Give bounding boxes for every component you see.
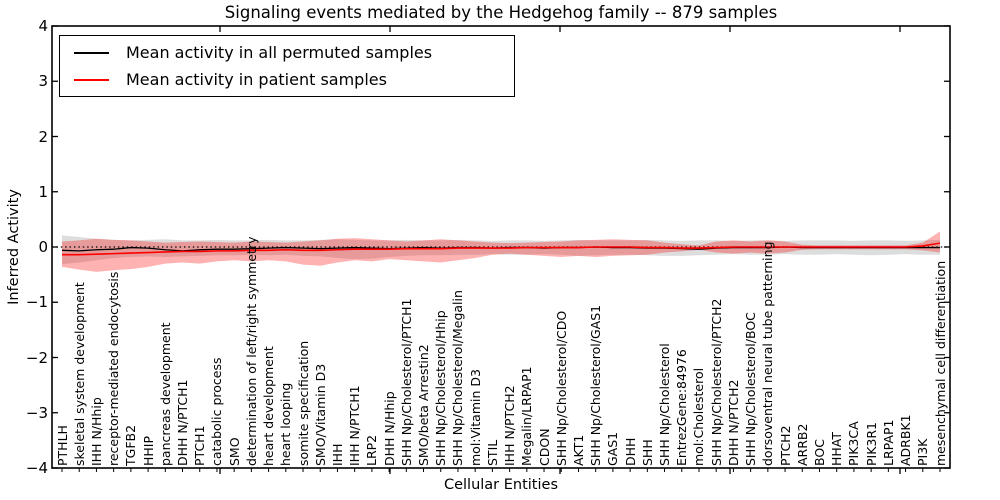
x-tick-label: PIK3CA [846, 421, 862, 466]
x-tick-label: DHH [622, 437, 638, 466]
y-tick-label: 4 [38, 17, 48, 35]
x-tick-label: somite specification [295, 340, 311, 466]
x-tick-label: SMO/beta Arrestin2 [416, 344, 432, 466]
legend-label-permuted: Mean activity in all permuted samples [126, 43, 433, 62]
x-tick-label: dorsoventral neural tube patterning [760, 241, 776, 467]
x-tick-label: GAS1 [605, 431, 621, 466]
x-tick-label: CDON [536, 428, 552, 466]
y-tick-label: −2 [25, 348, 48, 367]
y-tick-label: 3 [38, 72, 48, 91]
x-tick-label: SHH Np/Cholesterol/PTCH1 [398, 298, 414, 467]
x-tick-label: heart looping [278, 382, 294, 466]
x-tick-label: DHH N/Hhip [381, 391, 397, 466]
x-tick-label: SMO/Vitamin D3 [312, 363, 328, 466]
x-tick-label: mol:Vitamin D3 [467, 369, 483, 466]
y-tick-label: −3 [25, 403, 48, 422]
x-tick-label: BOC [811, 439, 827, 466]
x-tick-label: SHH Np/Cholesterol/CDO [553, 310, 569, 466]
x-tick-label: AKT1 [570, 434, 586, 466]
x-axis-label: Cellular Entities [443, 477, 559, 493]
legend-label-patient: Mean activity in patient samples [126, 70, 387, 89]
legend-item-patient: Mean activity in patient samples [60, 70, 514, 89]
x-tick-label: SHH Np/Cholesterol/GAS1 [588, 304, 604, 466]
x-tick-label: IHH N/PTCH2 [502, 385, 518, 466]
x-tick-label: PTCH2 [777, 425, 793, 466]
chart-title: Signaling events mediated by the Hedgeho… [224, 3, 778, 22]
x-tick-label: DHH N/PTCH2 [725, 379, 741, 466]
x-tick-label: SHH [639, 439, 655, 466]
permuted-std-band [62, 235, 940, 265]
x-tick-label: determination of left/right symmetry [243, 236, 259, 467]
x-tick-label: heart development [261, 346, 277, 466]
x-tick-label: SHH Np/Cholesterol [657, 343, 673, 466]
x-tick-label: IHH N/Hhip [88, 397, 104, 466]
x-tick-label: receptor-mediated endocytosis [106, 271, 122, 466]
x-tick-label: IHH N/PTCH1 [347, 385, 363, 466]
x-tick-label: SHH Np/Cholesterol/Megalin [450, 290, 466, 466]
patient-std-band [62, 231, 940, 272]
x-tick-label: HHAT [829, 431, 845, 466]
y-tick-label: 2 [38, 127, 48, 146]
x-tick-label: ADRBK1 [898, 414, 914, 466]
x-tick-label: SHH Np/Cholesterol/PTCH2 [708, 298, 724, 467]
x-tick-label: SHH Np/Cholesterol/Hhip [433, 310, 449, 466]
legend-item-permuted: Mean activity in all permuted samples [60, 43, 514, 62]
x-tick-label: PTHLH [54, 425, 70, 466]
permuted-line-sample-icon [74, 51, 109, 54]
x-tick-label: SHH Np/Cholesterol/BOC [743, 312, 759, 466]
x-tick-label: EntrezGene:84976 [674, 349, 690, 466]
x-tick-label: LRPAP1 [880, 419, 896, 466]
x-tick-label: pancreas development [157, 322, 173, 466]
patient-mean-line [62, 242, 941, 256]
x-tick-label: catabolic process [209, 357, 225, 466]
x-tick-label: DHH N/PTCH1 [175, 379, 190, 466]
x-tick-label: TGFB2 [123, 424, 139, 466]
x-tick-label: PI3K [915, 438, 931, 466]
x-tick-label: PTCH1 [192, 425, 208, 466]
y-tick-label: 0 [38, 238, 48, 256]
patient-line-sample-icon [74, 78, 109, 81]
y-tick-label: −4 [25, 459, 48, 477]
x-tick-label: LRP2 [364, 434, 380, 466]
x-tick-label: PIK3R1 [863, 421, 879, 466]
x-tick-label: ARRB2 [794, 423, 810, 466]
x-tick-label: mesenchymal cell differentiation [932, 260, 948, 466]
x-tick-label: mol:Cholesterol [691, 367, 707, 466]
x-tick-label: IHH [329, 443, 345, 467]
x-tick-label: STIL [484, 439, 500, 466]
x-tick-label: skeletal system development [71, 282, 87, 466]
x-tick-label: HHIP [140, 435, 156, 466]
legend: Mean activity in all permuted samples Me… [59, 35, 515, 97]
x-tick-label: Megalin/LRPAP1 [519, 366, 535, 466]
y-tick-label: 1 [38, 182, 48, 201]
x-tick-label: SMO [226, 437, 242, 466]
y-tick-label: −1 [25, 293, 48, 312]
